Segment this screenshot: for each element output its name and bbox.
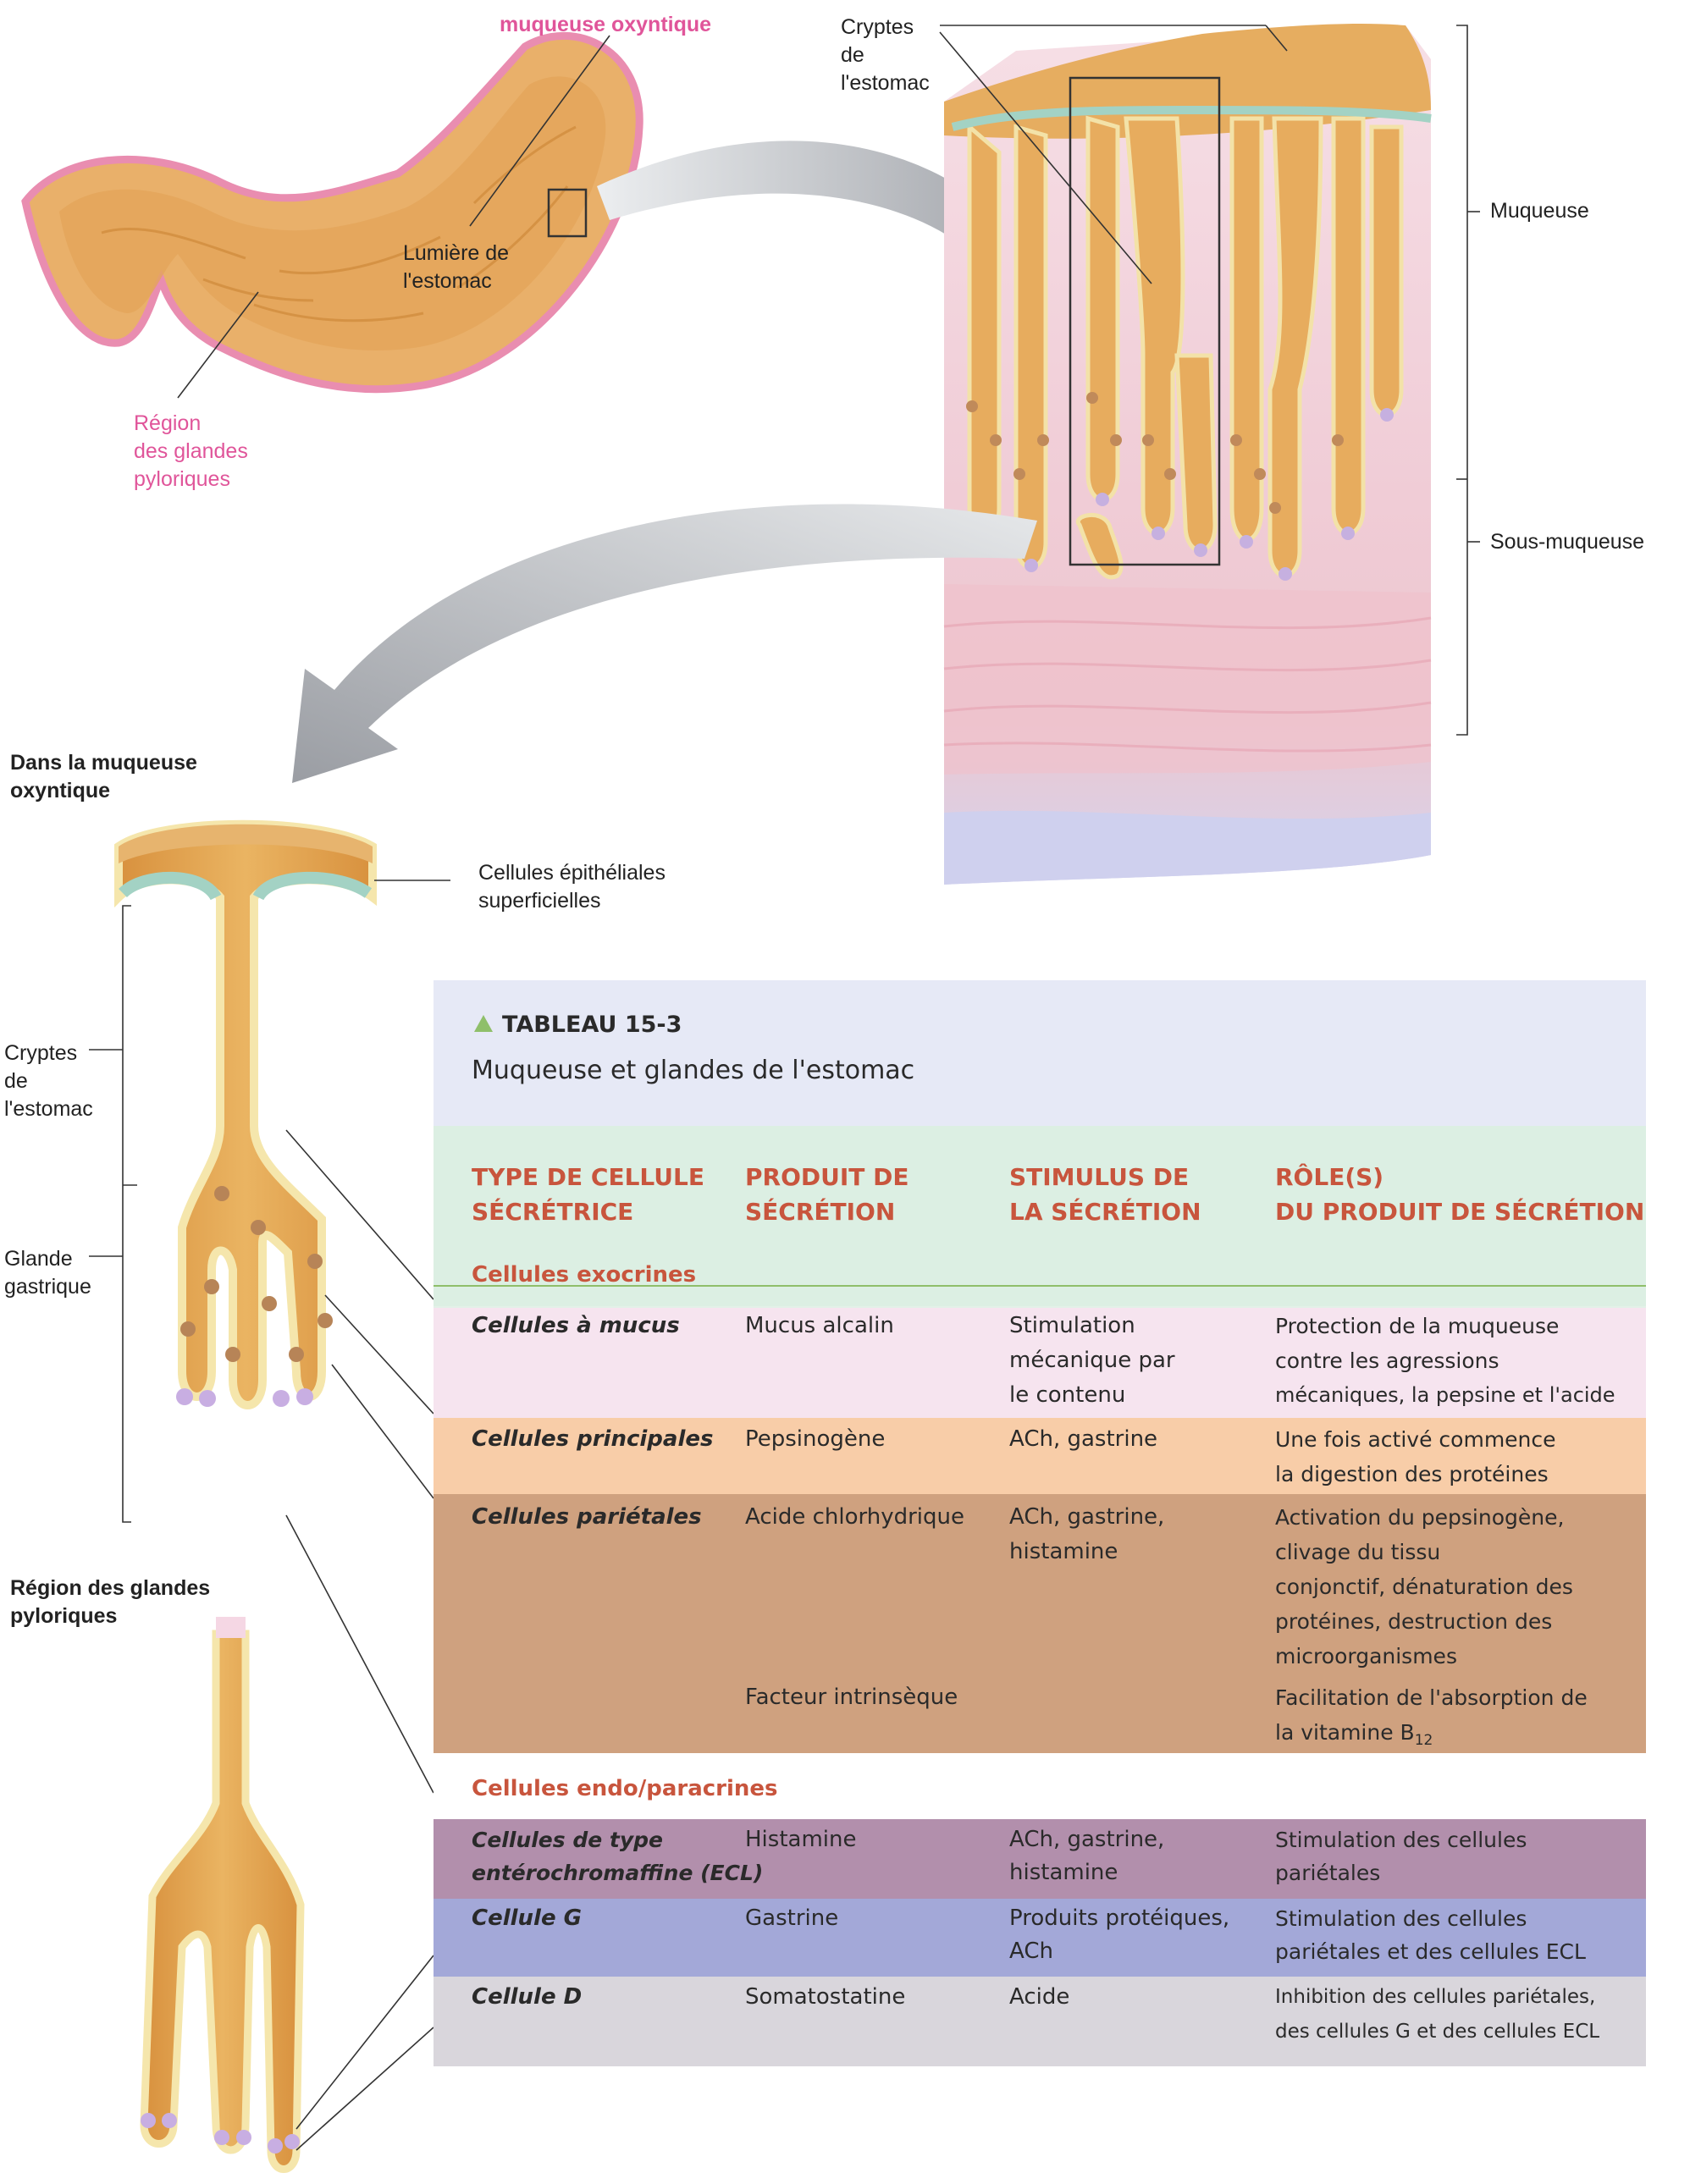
role-g-1: Stimulation des cellules — [1275, 1901, 1527, 1936]
table-title: Muqueuse et glandes de l'estomac — [472, 1053, 914, 1088]
stomach-illustration — [25, 36, 639, 389]
role-principal-1: Une fois activé commence — [1275, 1422, 1556, 1457]
stimulus-principal: ACh, gastrine — [1009, 1422, 1157, 1457]
label-region-pylorique-1: Région — [134, 410, 201, 438]
label-cryptes-top-2: de — [841, 41, 864, 69]
label-muqueuse: Muqueuse — [1490, 197, 1589, 225]
role-mucus-1: Protection de la muqueuse — [1275, 1309, 1559, 1343]
role-ecl-1: Stimulation des cellules — [1275, 1823, 1527, 1857]
cell-d: Cellule D — [472, 1980, 582, 2015]
role-parietal-7-sub: 12 — [1415, 1732, 1433, 1749]
label-lumiere-2: l'estomac — [403, 267, 492, 295]
pyloric-gland-illustration — [141, 1617, 301, 2170]
product-principal: Pepsinogène — [745, 1422, 885, 1457]
stimulus-ecl-2: histamine — [1009, 1856, 1118, 1890]
product-mucus: Mucus alcalin — [745, 1309, 894, 1343]
role-parietal-7-text: la vitamine B — [1275, 1720, 1415, 1745]
col-header-stimulus-2: LA SÉCRÉTION — [1009, 1194, 1201, 1229]
product-parietal-2: Facteur intrinsèque — [745, 1680, 958, 1715]
label-region-pylorique-3: pyloriques — [134, 466, 230, 494]
role-principal-2: la digestion des protéines — [1275, 1457, 1549, 1492]
label-cryptes-top-3: l'estomac — [841, 69, 930, 97]
role-g-2: pariétales et des cellules ECL — [1275, 1934, 1586, 1969]
role-d-1: Inhibition des cellules pariétales, — [1275, 1980, 1595, 2015]
stimulus-parietal-1: ACh, gastrine, — [1009, 1500, 1164, 1535]
cell-principal: Cellules principales — [472, 1422, 713, 1457]
col-header-role-1: RÔLE(S) — [1275, 1160, 1383, 1194]
table-15-3: TABLEAU 15-3 Muqueuse et glandes de l'es… — [434, 980, 1646, 2066]
stimulus-mucus-1: Stimulation — [1009, 1309, 1135, 1343]
oxyntic-gland-illustration — [119, 825, 373, 1407]
label-dans-muqueuse-2: oxyntique — [10, 777, 110, 805]
label-lumiere-1: Lumière de — [403, 240, 509, 267]
stimulus-ecl-1: ACh, gastrine, — [1009, 1823, 1164, 1857]
label-cryptes-left-1: Cryptes — [4, 1040, 77, 1067]
mucosa-block-illustration — [944, 24, 1431, 885]
product-parietal: Acide chlorhydrique — [745, 1500, 964, 1535]
label-cellules-epi-1: Cellules épithéliales — [478, 859, 666, 887]
label-sous-muqueuse: Sous-muqueuse — [1490, 528, 1644, 556]
label-cryptes-left-2: de — [4, 1067, 28, 1095]
role-d-2: des cellules G et des cellules ECL — [1275, 2015, 1599, 2049]
role-parietal-2: clivage du tissu — [1275, 1535, 1440, 1569]
cell-parietal: Cellules pariétales — [472, 1500, 702, 1535]
role-parietal-1: Activation du pepsinogène, — [1275, 1500, 1564, 1535]
product-ecl: Histamine — [745, 1823, 856, 1857]
stimulus-g-2: ACh — [1009, 1934, 1053, 1969]
col-header-product-2: SÉCRÉTION — [745, 1194, 895, 1229]
col-header-product-1: PRODUIT DE — [745, 1160, 909, 1194]
role-ecl-2: pariétales — [1275, 1856, 1380, 1890]
role-parietal-3: conjonctif, dénaturation des — [1275, 1569, 1573, 1604]
stimulus-d: Acide — [1009, 1980, 1069, 2015]
label-muqueuse-oxyntique: muqueuse oxyntique — [500, 11, 711, 39]
col-header-stimulus-1: STIMULUS DE — [1009, 1160, 1189, 1194]
product-g: Gastrine — [745, 1901, 838, 1936]
label-cryptes-top-1: Cryptes — [841, 14, 914, 41]
label-region-pylorique-2: des glandes — [134, 438, 248, 466]
stimulus-mucus-3: le contenu — [1009, 1378, 1125, 1413]
stimulus-g-1: Produits protéiques, — [1009, 1901, 1229, 1936]
col-header-role-2: DU PRODUIT DE SÉCRÉTION — [1275, 1194, 1644, 1229]
section-endo: Cellules endo/paracrines — [472, 1776, 778, 1801]
role-parietal-4: protéines, destruction des — [1275, 1604, 1552, 1639]
label-glande-2: gastrique — [4, 1273, 91, 1301]
triangle-icon — [473, 1014, 494, 1033]
stimulus-parietal-2: histamine — [1009, 1535, 1118, 1569]
cell-ecl-1: Cellules de type — [472, 1823, 663, 1857]
label-cryptes-left-3: l'estomac — [4, 1095, 93, 1123]
cell-ecl-2: entérochromaffine (ECL) — [472, 1856, 763, 1890]
label-region-glandes-2: pyloriques — [10, 1602, 117, 1630]
role-mucus-3: mécaniques, la pepsine et l'acide — [1275, 1378, 1615, 1413]
stimulus-mucus-2: mécanique par — [1009, 1343, 1175, 1378]
role-parietal-7: la vitamine B12 — [1275, 1715, 1433, 1758]
label-glande-1: Glande — [4, 1245, 73, 1273]
table-number: TABLEAU 15-3 — [502, 1007, 682, 1042]
label-cellules-epi-2: superficielles — [478, 887, 601, 915]
role-parietal-6: Facilitation de l'absorption de — [1275, 1680, 1588, 1715]
section-exocrine: Cellules exocrines — [472, 1262, 696, 1288]
label-region-glandes-1: Région des glandes — [10, 1575, 210, 1602]
label-dans-muqueuse-1: Dans la muqueuse — [10, 749, 197, 777]
cell-g: Cellule G — [472, 1901, 582, 1936]
arrow-zoom-gland — [292, 505, 1037, 783]
role-mucus-2: contre les agressions — [1275, 1343, 1499, 1378]
col-header-cell-1: TYPE DE CELLULE — [472, 1160, 704, 1194]
product-d: Somatostatine — [745, 1980, 905, 2015]
role-parietal-5: microorganismes — [1275, 1639, 1457, 1674]
cell-mucus: Cellules à mucus — [472, 1309, 680, 1343]
col-header-cell-2: SÉCRÉTRICE — [472, 1194, 633, 1229]
